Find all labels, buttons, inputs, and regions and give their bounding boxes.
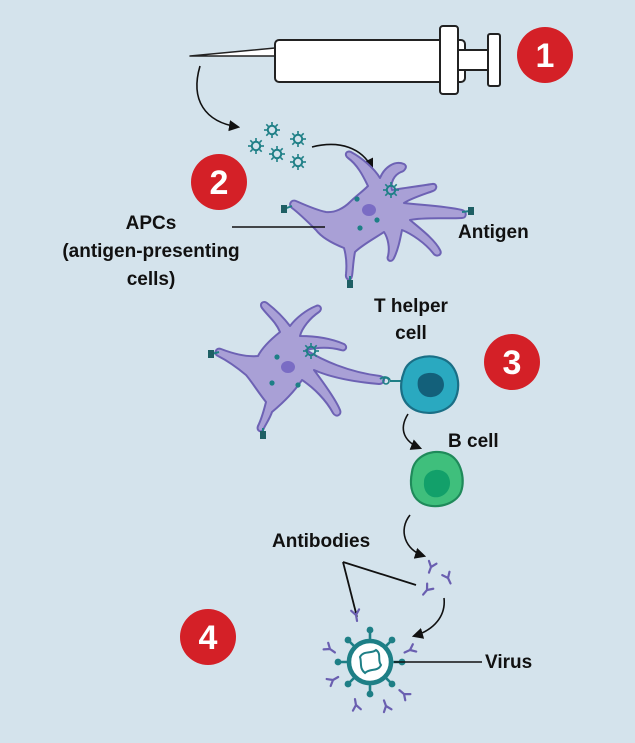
free-antibodies xyxy=(418,559,456,599)
apcs-label: APCs xyxy=(126,213,177,234)
step-3-badge: 3 xyxy=(484,334,540,390)
apc-cell-middle xyxy=(208,300,385,439)
t-helper-label: T helper xyxy=(374,296,449,317)
step-2-badge: 2 xyxy=(191,154,247,210)
b-cell-nucleus xyxy=(423,469,451,498)
antigen-marker-icon xyxy=(260,428,266,439)
step-3-number: 3 xyxy=(503,344,522,382)
t-helper-cell xyxy=(379,355,460,414)
step-2-number: 2 xyxy=(210,164,229,202)
apc-nucleus xyxy=(281,361,295,373)
syringe-icon xyxy=(189,25,501,95)
t-cell-nucleus xyxy=(417,372,444,398)
antibodies-label: Antibodies xyxy=(272,531,370,552)
antibody-production-arrow xyxy=(403,514,427,559)
antigen-particles xyxy=(247,121,307,171)
b-cell-label: B cell xyxy=(448,431,499,452)
uptake-arrow xyxy=(311,143,374,171)
step-4-badge: 4 xyxy=(180,609,236,665)
apcs-label-line-2: (antigen-presenting xyxy=(62,241,239,262)
antigen-marker-icon xyxy=(281,205,293,213)
antigen-marker-icon xyxy=(208,350,220,358)
t-helper-label-line-2: cell xyxy=(395,323,427,344)
apc-nucleus xyxy=(362,204,376,216)
injection-arrow xyxy=(196,65,241,132)
antigen-label: Antigen xyxy=(458,222,529,243)
apcs-label-line-3: cells) xyxy=(127,269,176,290)
antigen-marker-icon xyxy=(347,276,353,288)
virus-label: Virus xyxy=(485,652,532,673)
neutralization-arrow xyxy=(411,597,445,639)
apc-cell-top xyxy=(281,150,474,288)
antigen-marker-icon xyxy=(461,207,474,215)
step-1-badge: 1 xyxy=(517,27,573,83)
b-cell xyxy=(409,450,464,508)
activation-arrow xyxy=(402,413,423,450)
step-4-number: 4 xyxy=(199,619,218,657)
antibodies-pointer-lines xyxy=(342,561,417,618)
step-1-number: 1 xyxy=(536,37,555,75)
